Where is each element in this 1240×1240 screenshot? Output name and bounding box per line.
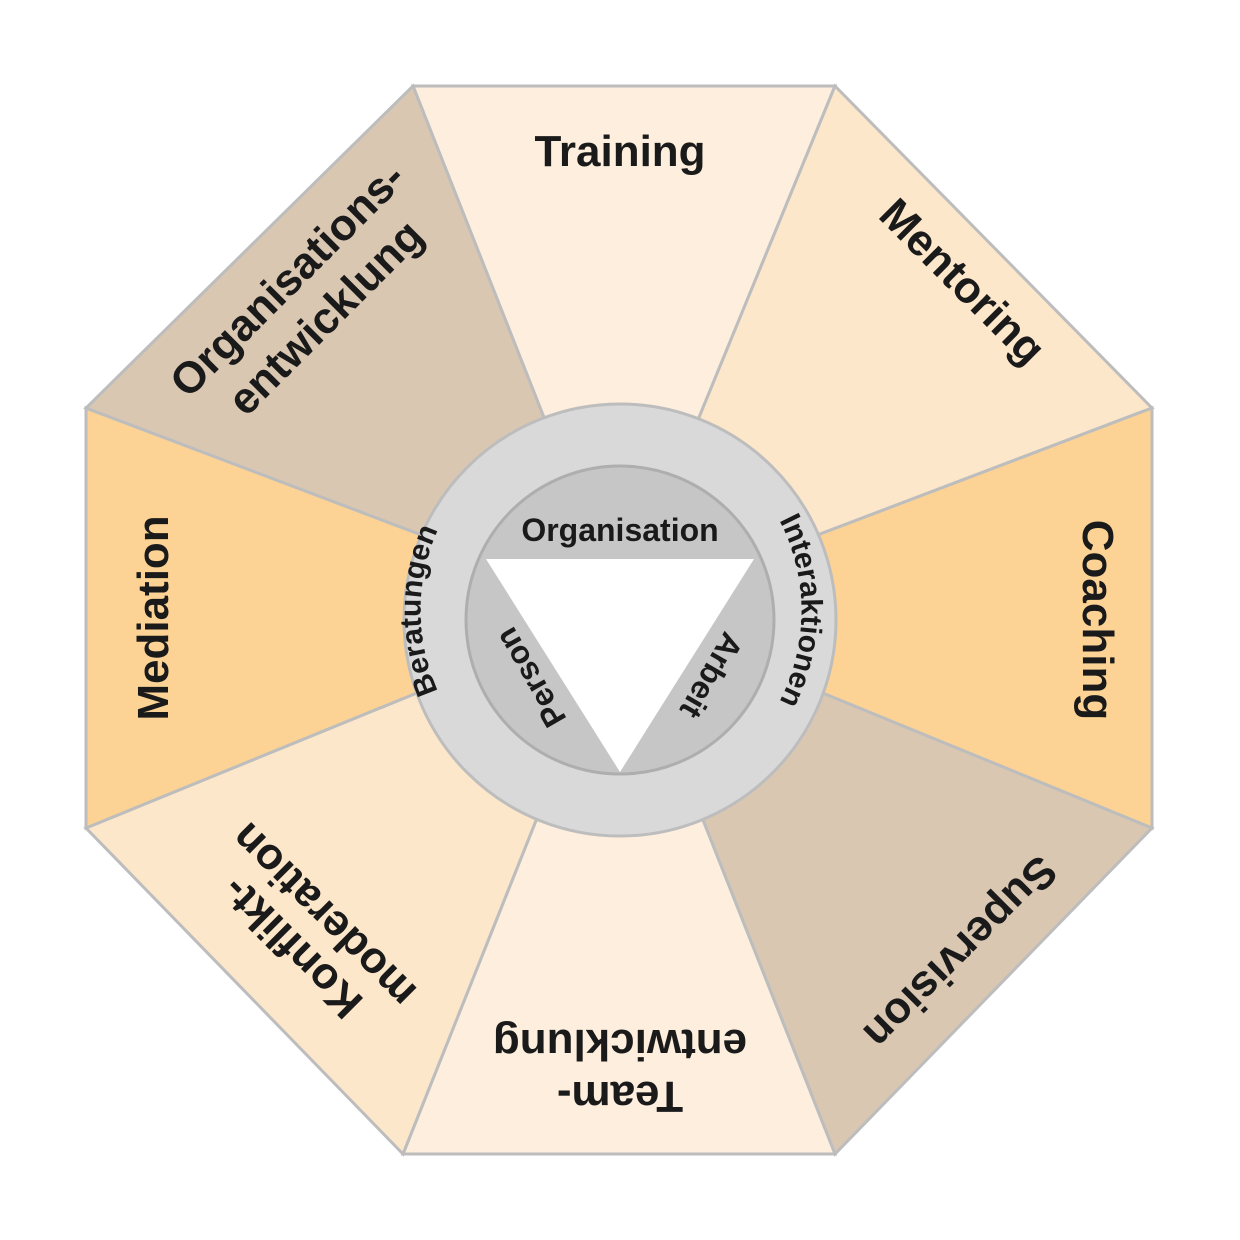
label-coaching: Coaching [1073, 520, 1122, 720]
label-mediation: Mediation [129, 515, 178, 720]
label-organisation: Organisation [521, 512, 718, 548]
center-triangle [486, 559, 754, 772]
label-training: Training [534, 127, 705, 176]
label-teamentwicklung-line2: entwicklung [493, 1020, 747, 1069]
label-teamentwicklung-line1: Team- [557, 1072, 683, 1121]
